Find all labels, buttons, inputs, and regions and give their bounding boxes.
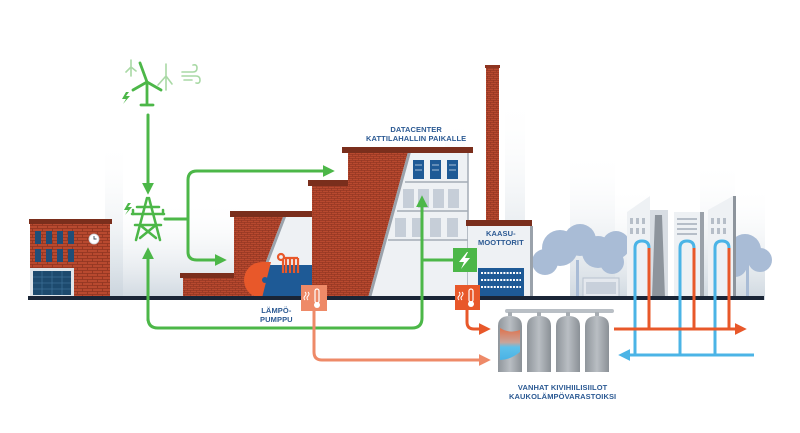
heat-pump-label-line2: PUMPPU (260, 315, 293, 324)
gas-engine-heat-flow (465, 310, 491, 335)
storage-label: VANHAT KIVIHIILISIILOT KAUKOLÄMPÖVARASTO… (509, 383, 616, 401)
ground-line (28, 296, 764, 300)
city-buildings (627, 196, 736, 298)
lightning-bolt-icon (453, 248, 477, 272)
heat-pump-thermometer-icon (301, 285, 327, 311)
district-heating-network (614, 239, 754, 361)
storage-silos (498, 309, 614, 372)
gas-engines-label: KAASU- MOOTTORIT (478, 229, 524, 247)
power-tower-icon (130, 196, 166, 242)
heat-pump-flow (312, 311, 491, 366)
heat-pump-label: LÄMPÖ- PUMPPU (260, 306, 293, 324)
electricity-flows (142, 113, 455, 330)
storage-label-line1: VANHAT KIVIHIILISIILOT (517, 383, 608, 392)
heat-pump-label-line1: LÄMPÖ- (261, 306, 292, 315)
wind-turbines-icon (122, 59, 201, 107)
office-building (29, 219, 112, 298)
power-spark-icon (124, 203, 132, 215)
datacenter-label-line2: KATTILAHALLIN PAIKALLE (366, 134, 467, 143)
heat-pump-hall (180, 211, 318, 298)
gas-engines-label-line1: KAASU- (486, 229, 516, 238)
datacenter-label: DATACENTER KATTILAHALLIN PAIKALLE (366, 125, 466, 143)
datacenter-building (308, 147, 473, 298)
datacenter-label-line1: DATACENTER (390, 125, 442, 134)
storage-label-line2: KAUKOLÄMPÖVARASTOIKSI (509, 392, 617, 401)
gas-engine-hall (466, 220, 533, 298)
clock-icon (88, 233, 100, 245)
server-racks (395, 160, 459, 237)
pavilion (582, 277, 620, 299)
gas-engines-label-line2: MOOTTORIT (478, 238, 524, 247)
gas-engine-thermometer-icon (455, 285, 480, 310)
chimney (485, 65, 500, 224)
